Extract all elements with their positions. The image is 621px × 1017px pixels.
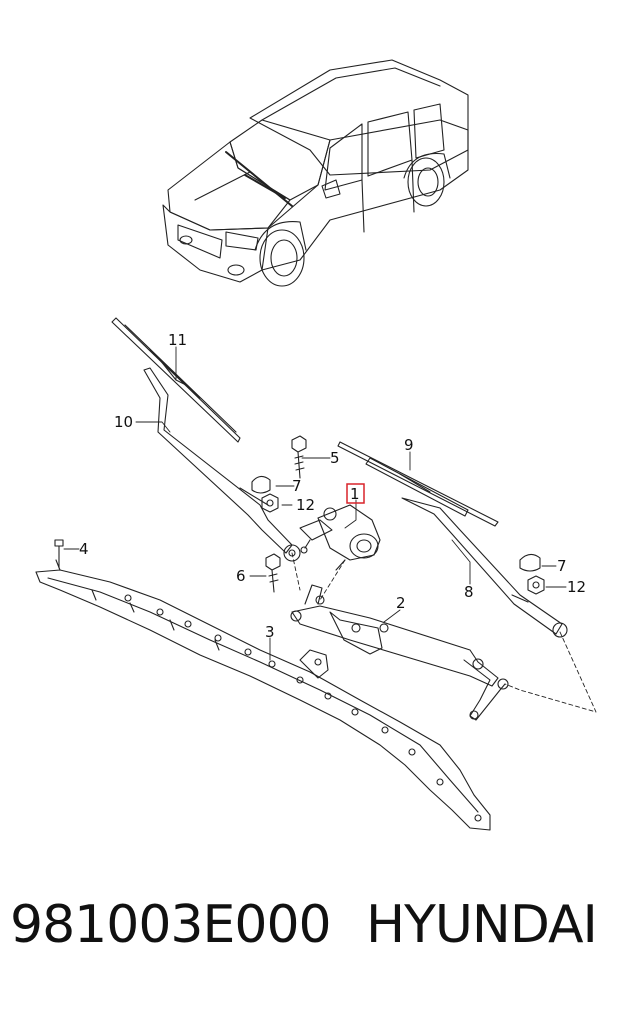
callout-4: 4 — [79, 540, 89, 558]
wiper-linkage — [290, 559, 509, 721]
callout-labels: 1 2 3 4 5 6 7 7 8 9 10 11 12 12 — [79, 331, 586, 641]
nut-12-right — [527, 575, 545, 595]
wiper-blade-driver — [111, 317, 241, 443]
callout-1: 1 — [350, 485, 360, 503]
callout-7-right: 7 — [557, 557, 567, 575]
wiper-parts-diagram: 1 2 3 4 5 6 7 7 8 9 10 11 12 12 — [35, 59, 597, 831]
callout-2: 2 — [396, 594, 406, 612]
callout-12-right: 12 — [567, 578, 586, 596]
callout-7-left: 7 — [292, 477, 302, 495]
nut-12-left — [261, 493, 279, 513]
wiper-arm-driver — [143, 367, 301, 562]
footer: 981003E000 HYUNDAI — [0, 895, 621, 995]
vehicle-illustration — [162, 59, 469, 287]
callout-9: 9 — [404, 436, 414, 454]
bolt-5 — [291, 435, 307, 479]
callout-6: 6 — [236, 567, 246, 585]
wiper-arm-passenger — [401, 497, 568, 638]
callout-12-left: 12 — [296, 496, 315, 514]
bolt-4 — [54, 539, 64, 569]
wiper-motor — [299, 504, 381, 561]
callout-8: 8 — [464, 583, 474, 601]
cowl-bracket — [35, 559, 491, 831]
wiper-blade-passenger — [337, 441, 499, 527]
brand-name: HYUNDAI — [366, 895, 598, 955]
callout-11: 11 — [168, 331, 187, 349]
leader-lines — [63, 346, 597, 713]
cap-7-right — [519, 553, 541, 572]
callout-3: 3 — [265, 623, 275, 641]
callout-1-highlight — [346, 483, 365, 504]
cap-7-left — [251, 475, 271, 494]
part-number: 981003E000 — [10, 895, 332, 955]
callout-10: 10 — [114, 413, 133, 431]
bolt-6 — [265, 553, 281, 593]
callout-5: 5 — [330, 449, 340, 467]
